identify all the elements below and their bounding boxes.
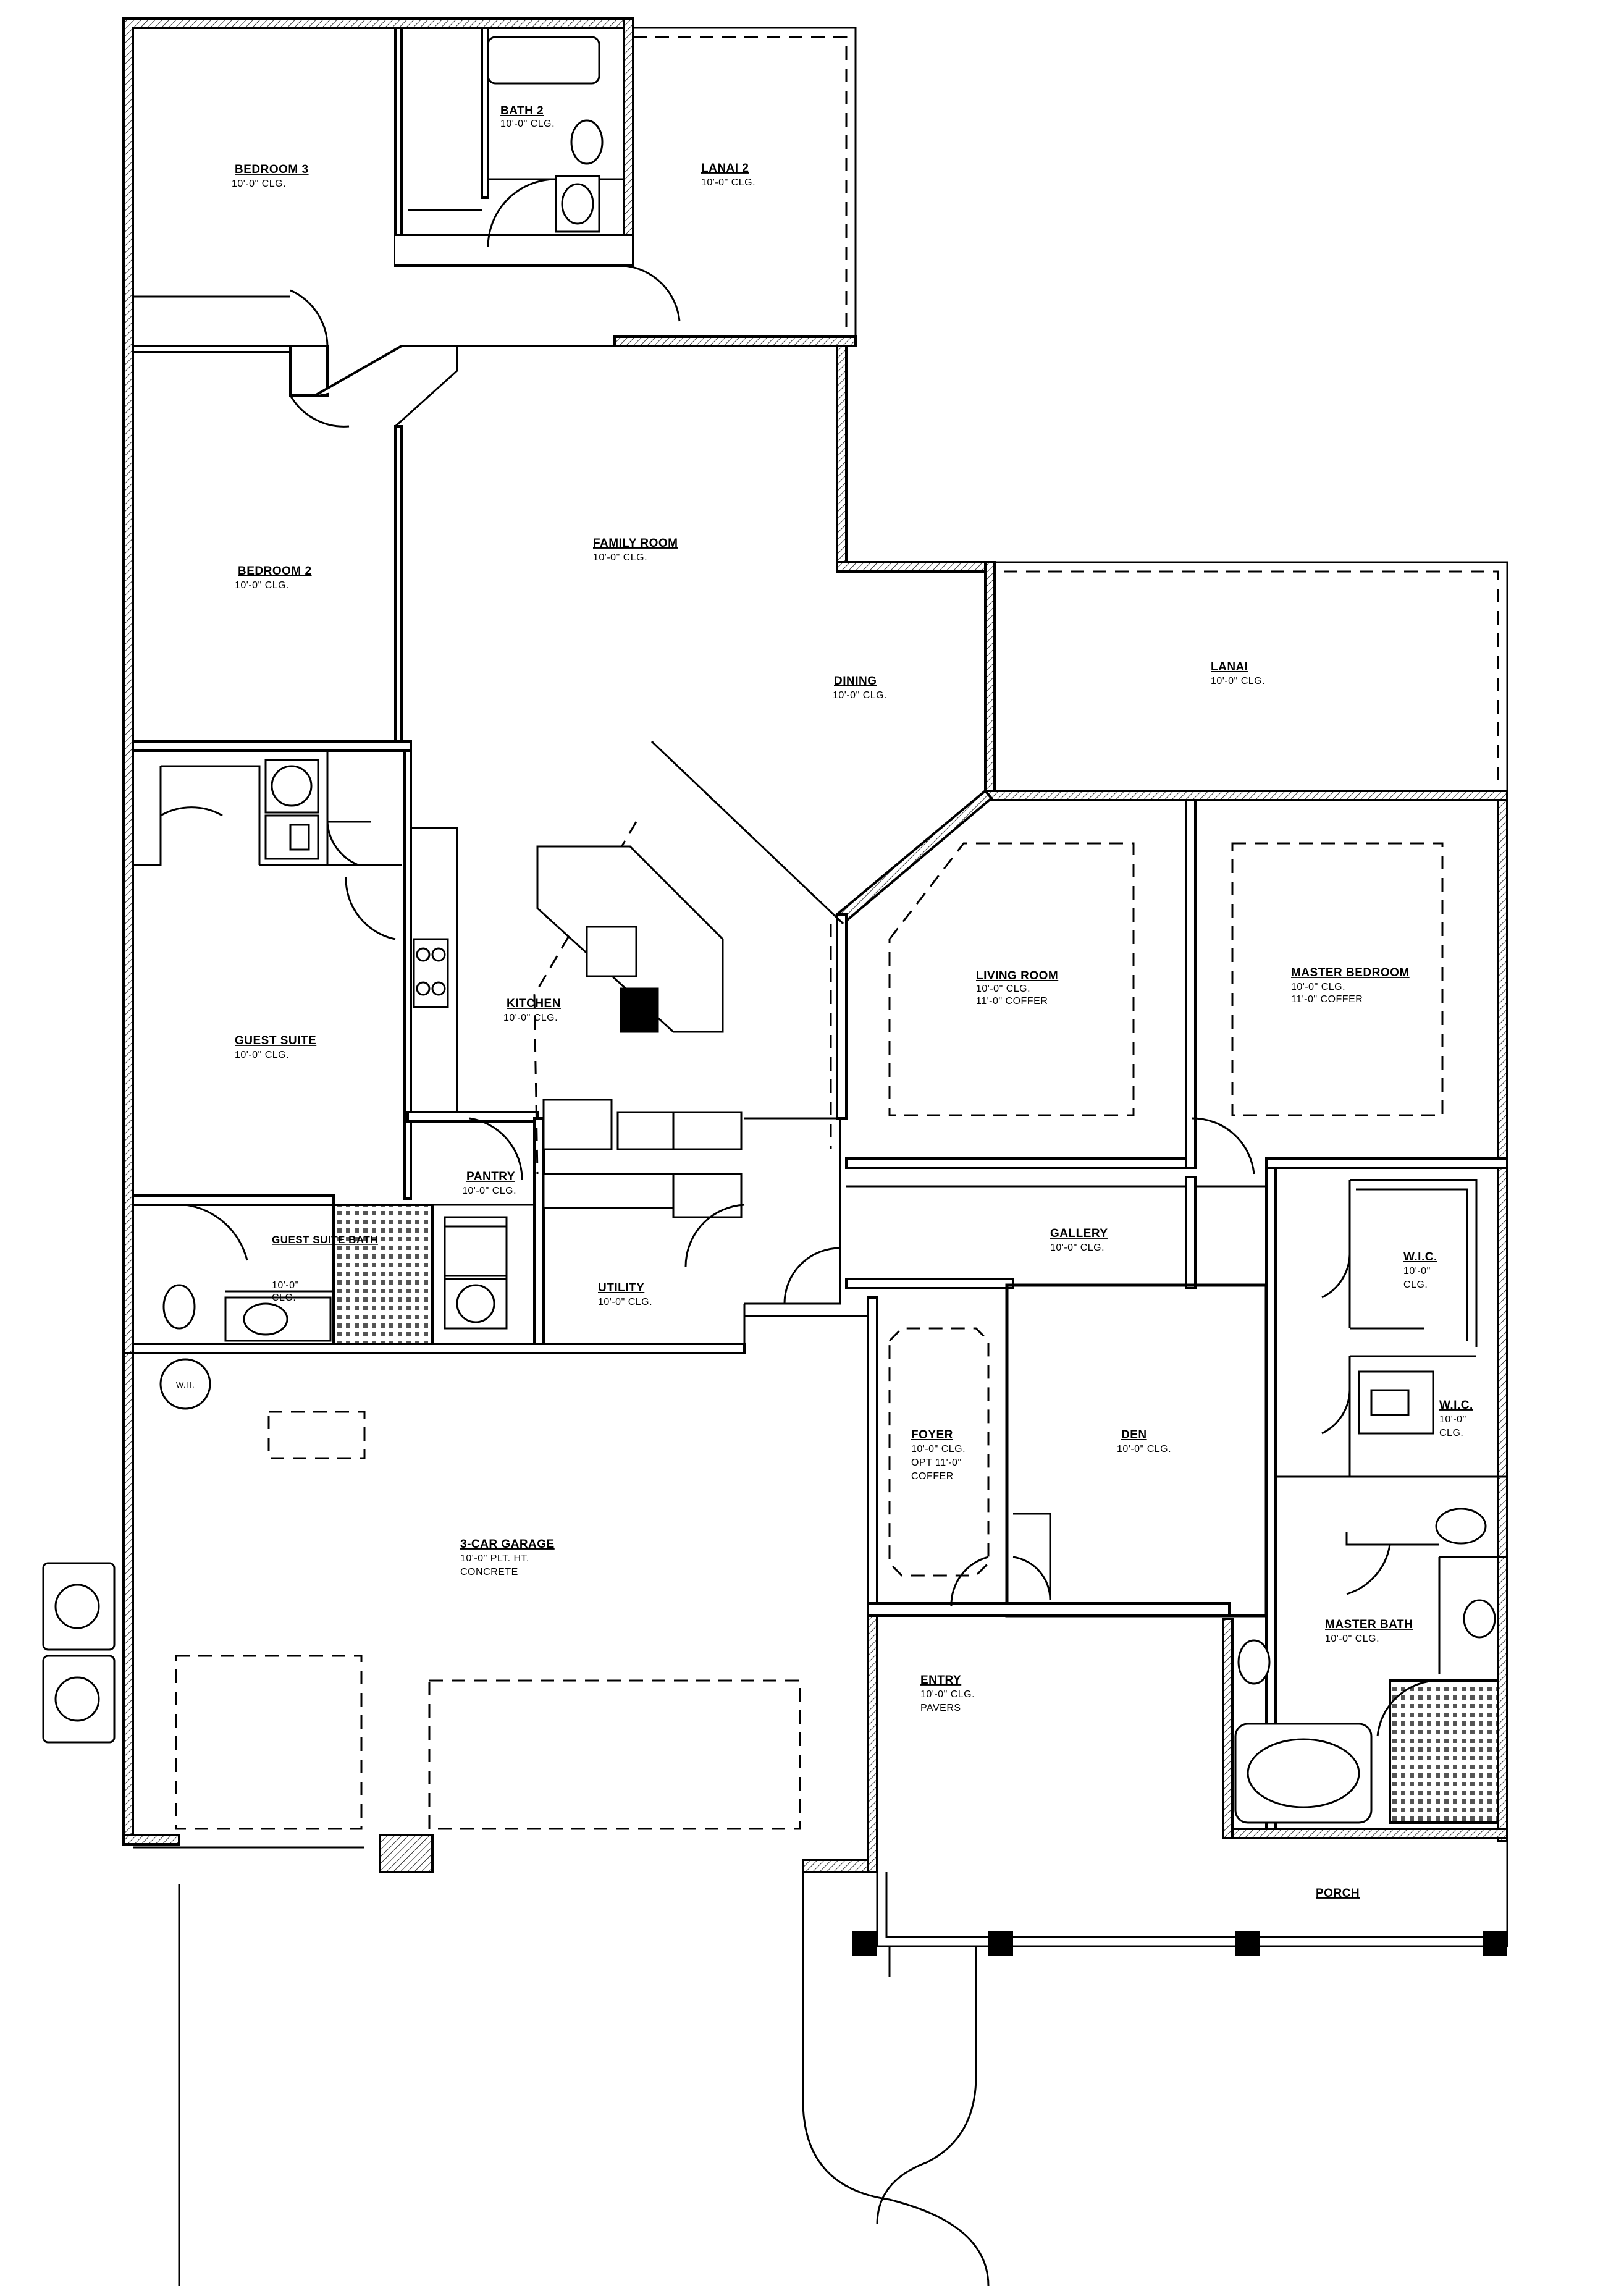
svg-text:CLG.: CLG. [1403,1280,1428,1290]
water-heater-icon [159,1358,211,1410]
label-lanai2: LANAI 2 [701,162,749,175]
label-pantry: PANTRY [466,1170,515,1183]
svg-text:10'-0" CLG.: 10'-0" CLG. [235,580,289,591]
label-wic-2: W.I.C. [1439,1399,1473,1412]
label-water-heater: W.H. [176,1380,195,1390]
svg-text:10'-0" CLG.: 10'-0" CLG. [593,552,647,563]
svg-text:10'-0" CLG.: 10'-0" CLG. [1325,1634,1379,1644]
interior-walls [132,27,1508,1830]
svg-text:PAVERS: PAVERS [920,1703,961,1713]
label-kitchen: KITCHEN [507,997,561,1010]
svg-text:11'-0" COFFER: 11'-0" COFFER [976,996,1048,1006]
label-lanai: LANAI [1211,660,1248,673]
room-labels: BEDROOM 3 10'-0" CLG. BATH 2 10'-0" CLG.… [176,104,1473,1900]
label-guest-suite-bath: GUEST SUITE BATH [272,1234,378,1246]
svg-text:10'-0": 10'-0" [1403,1266,1431,1276]
label-3-car-garage: 3-CAR GARAGE [460,1538,555,1551]
svg-text:10'-0" CLG.: 10'-0" CLG. [232,179,286,189]
svg-text:COFFER: COFFER [911,1471,954,1482]
svg-text:10'-0": 10'-0" [272,1280,299,1291]
label-wic-1: W.I.C. [1403,1251,1437,1264]
label-bedroom3: BEDROOM 3 [235,163,309,176]
label-guest-suite: GUEST SUITE [235,1034,316,1047]
svg-text:CLG.: CLG. [1439,1428,1463,1438]
label-utility: UTILITY [598,1281,644,1294]
svg-text:CONCRETE: CONCRETE [460,1567,518,1577]
doors [160,178,1440,1737]
exterior-walls [122,17,1508,1947]
svg-text:10'-0" CLG.: 10'-0" CLG. [500,119,555,129]
label-gallery: GALLERY [1050,1227,1108,1240]
label-foyer: FOYER [911,1428,953,1441]
svg-text:10'-0" CLG.: 10'-0" CLG. [701,177,755,188]
label-dining: DINING [834,675,877,688]
fixtures [42,36,1499,1824]
label-entry: ENTRY [920,1674,961,1687]
svg-text:10'-0" CLG.: 10'-0" CLG. [833,690,887,701]
svg-text:10'-0" CLG.: 10'-0" CLG. [976,984,1030,994]
svg-text:10'-0" CLG.: 10'-0" CLG. [235,1050,289,1060]
svg-text:10'-0" CLG.: 10'-0" CLG. [920,1689,975,1700]
label-master-bath: MASTER BATH [1325,1618,1413,1631]
svg-text:10'-0": 10'-0" [1439,1414,1466,1425]
svg-text:10'-0" CLG.: 10'-0" CLG. [1291,982,1345,992]
label-bedroom2: BEDROOM 2 [238,565,312,578]
svg-text:10'-0" CLG.: 10'-0" CLG. [598,1297,652,1307]
svg-text:10'-0" CLG.: 10'-0" CLG. [1211,676,1265,686]
svg-text:10'-0" CLG.: 10'-0" CLG. [462,1186,516,1196]
svg-text:10'-0" CLG.: 10'-0" CLG. [1117,1444,1171,1454]
label-porch: PORCH [1316,1887,1360,1900]
svg-text:10'-0" CLG.: 10'-0" CLG. [1050,1243,1104,1253]
svg-text:10'-0" PLT. HT.: 10'-0" PLT. HT. [460,1553,529,1564]
label-den: DEN [1121,1428,1147,1441]
svg-text:CLG.: CLG. [272,1293,296,1303]
label-family-room: FAMILY ROOM [593,537,678,550]
svg-text:OPT 11'-0": OPT 11'-0" [911,1458,962,1468]
svg-text:10'-0" CLG.: 10'-0" CLG. [503,1013,558,1023]
svg-text:11'-0" COFFER: 11'-0" COFFER [1291,994,1363,1005]
label-living-room: LIVING ROOM [976,969,1058,982]
label-bath2: BATH 2 [500,104,544,117]
svg-text:10'-0" CLG.: 10'-0" CLG. [911,1444,966,1454]
label-master-bedroom: MASTER BEDROOM [1291,966,1410,979]
driveway [133,1846,1507,2287]
